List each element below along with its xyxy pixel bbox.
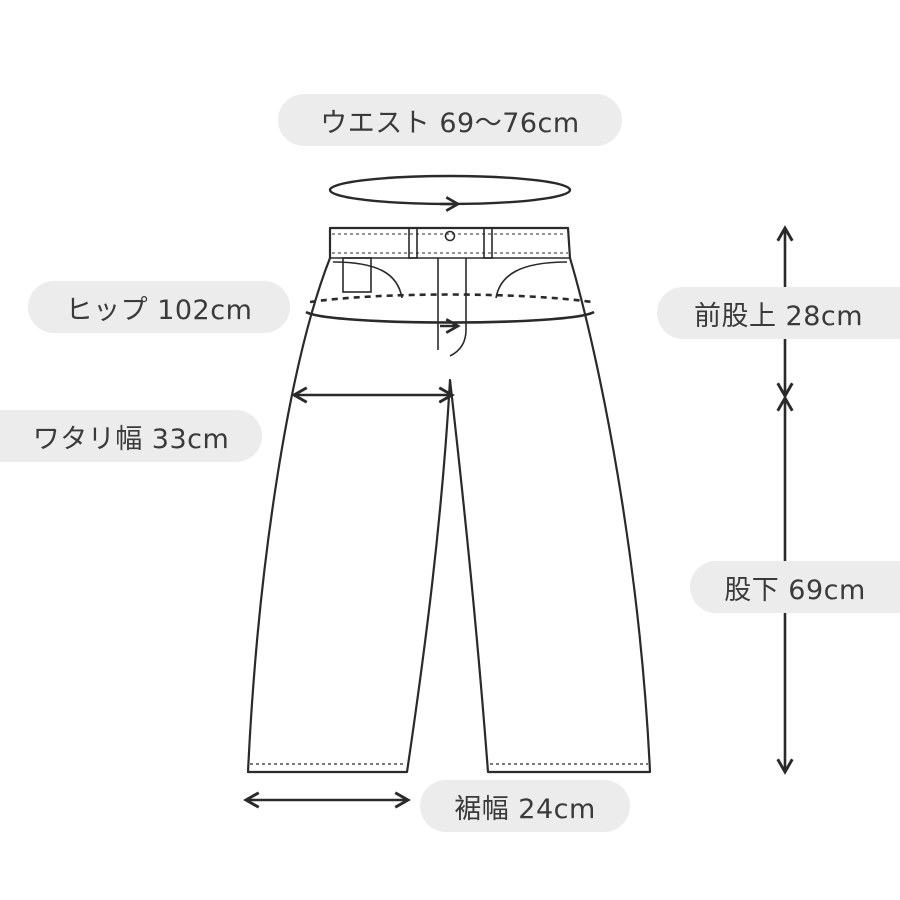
- fly: [437, 258, 467, 357]
- front-rise-label: 前股上 28cm: [657, 287, 900, 339]
- hip-indicator: [305, 293, 595, 334]
- waistband: [330, 227, 570, 259]
- pants-outline: [246, 226, 652, 774]
- thigh-label: ワタリ幅 33cm: [0, 410, 262, 462]
- inseam-label: 股下 69cm: [690, 561, 900, 613]
- waist-label: ウエスト 69〜76cm: [278, 94, 622, 146]
- hip-label: ヒップ 102cm: [28, 281, 290, 333]
- waist-indicator: [328, 174, 572, 212]
- hem-label: 裾幅 24cm: [420, 780, 630, 832]
- button: [444, 230, 456, 242]
- pockets: [332, 257, 568, 299]
